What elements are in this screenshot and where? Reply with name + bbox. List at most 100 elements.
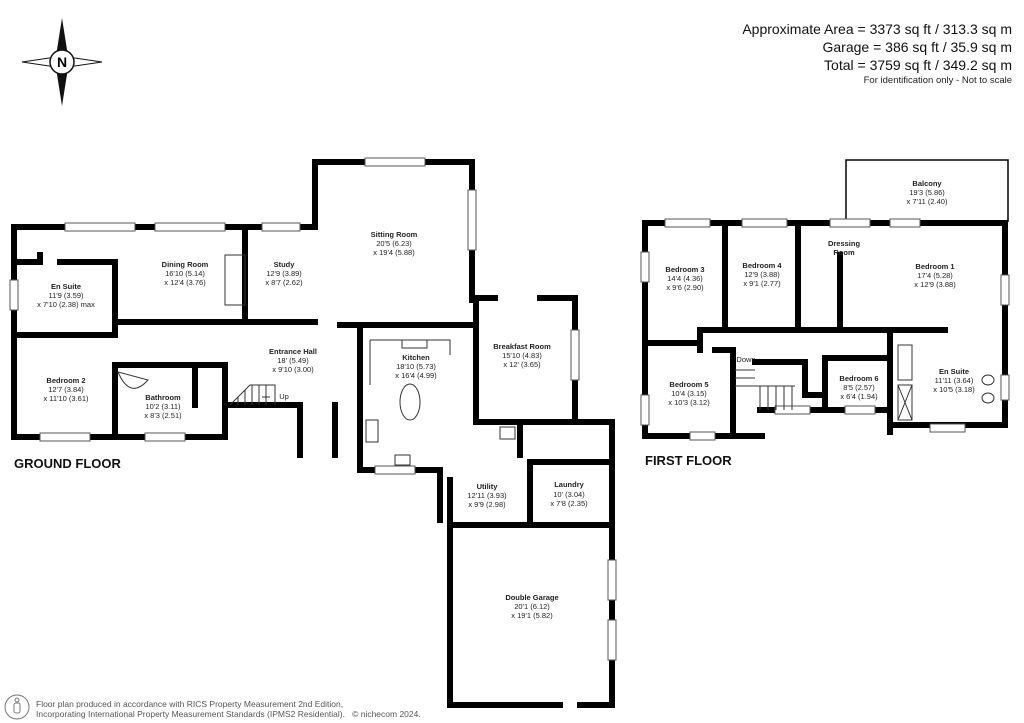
stairs-down-label: Down xyxy=(736,355,755,364)
svg-text:x 19'4 (5.88): x 19'4 (5.88) xyxy=(373,248,415,257)
copyright: © nichecom 2024. xyxy=(352,709,421,719)
svg-text:18' (5.49): 18' (5.49) xyxy=(277,356,309,365)
footer-note: Floor plan produced in accordance with R… xyxy=(36,699,421,719)
svg-text:En Suite: En Suite xyxy=(939,367,969,376)
first-floor-stairs xyxy=(735,369,795,410)
svg-text:12'11 (3.93): 12'11 (3.93) xyxy=(467,491,507,500)
svg-text:x 12'9 (3.88): x 12'9 (3.88) xyxy=(914,280,956,289)
total-area: Total = 3759 sq ft / 349.2 sq m xyxy=(824,57,1012,73)
ground-floor-title: GROUND FLOOR xyxy=(14,456,121,471)
svg-text:11'11 (3.64): 11'11 (3.64) xyxy=(935,376,974,385)
svg-text:12'9 (3.88): 12'9 (3.88) xyxy=(744,270,780,279)
svg-text:Entrance Hall: Entrance Hall xyxy=(269,347,317,356)
svg-text:Kitchen: Kitchen xyxy=(402,353,430,362)
room-label-bedroom-4: Bedroom 412'9 (3.88)x 9'1 (2.77) xyxy=(742,261,782,288)
ground-floor-stairs xyxy=(229,384,276,406)
scale-note: For identification only - Not to scale xyxy=(863,75,1012,86)
compass-north-label: N xyxy=(57,54,67,70)
svg-text:En Suite: En Suite xyxy=(51,282,81,291)
room-label-bedroom-3: Bedroom 314'4 (4.36)x 9'6 (2.90) xyxy=(665,265,704,292)
svg-text:Breakfast Room: Breakfast Room xyxy=(493,342,551,351)
svg-text:x 6'4 (1.94): x 6'4 (1.94) xyxy=(840,392,878,401)
garage-area: Garage = 386 sq ft / 35.9 sq m xyxy=(822,39,1013,55)
svg-text:Double Garage: Double Garage xyxy=(505,593,558,602)
svg-text:10' (3.04): 10' (3.04) xyxy=(553,490,585,499)
svg-text:8'5 (2.57): 8'5 (2.57) xyxy=(843,383,875,392)
svg-text:x 7'10 (2.38) max: x 7'10 (2.38) max xyxy=(37,300,95,309)
svg-text:x 9'9 (2.98): x 9'9 (2.98) xyxy=(468,500,506,509)
svg-text:x 7'8 (2.35): x 7'8 (2.35) xyxy=(550,499,588,508)
svg-text:x 16'4 (4.99): x 16'4 (4.99) xyxy=(395,371,437,380)
svg-text:Dressing: Dressing xyxy=(828,239,861,248)
svg-text:x 7'11 (2.40): x 7'11 (2.40) xyxy=(907,197,948,206)
room-label-bedroom-6: Bedroom 68'5 (2.57)x 6'4 (1.94) xyxy=(839,374,878,401)
svg-text:x 12'4 (3.76): x 12'4 (3.76) xyxy=(164,278,206,287)
svg-text:Balcony: Balcony xyxy=(912,179,942,188)
footer-line-2: Incorporating International Property Mea… xyxy=(36,709,345,719)
svg-text:x 19'1 (5.82): x 19'1 (5.82) xyxy=(511,611,553,620)
svg-text:x 12' (3.65): x 12' (3.65) xyxy=(503,360,541,369)
svg-text:14'4 (4.36): 14'4 (4.36) xyxy=(667,274,703,283)
svg-text:x 9'1 (2.77): x 9'1 (2.77) xyxy=(743,279,781,288)
svg-text:Bedroom 6: Bedroom 6 xyxy=(839,374,878,383)
svg-text:15'10 (4.83): 15'10 (4.83) xyxy=(502,351,542,360)
first-floor-title: FIRST FLOOR xyxy=(645,453,732,468)
svg-text:10'4 (3.15): 10'4 (3.15) xyxy=(671,389,707,398)
ground-floor-walls: Up xyxy=(9,157,617,708)
svg-text:Bedroom 4: Bedroom 4 xyxy=(742,261,782,270)
svg-text:Utility: Utility xyxy=(477,482,499,491)
room-label-bedroom-2: Bedroom 212'7 (3.84)x 11'10 (3.61) xyxy=(43,376,89,403)
svg-text:18'10 (5.73): 18'10 (5.73) xyxy=(396,362,436,371)
footer-line-1: Floor plan produced in accordance with R… xyxy=(36,699,344,709)
svg-text:x 9'6 (2.90): x 9'6 (2.90) xyxy=(666,283,704,292)
svg-text:x 10'3 (3.12): x 10'3 (3.12) xyxy=(668,398,710,407)
svg-text:Bedroom 2: Bedroom 2 xyxy=(46,376,85,385)
svg-text:10'2 (3.11): 10'2 (3.11) xyxy=(145,402,181,411)
svg-text:Laundry: Laundry xyxy=(554,480,584,489)
area-summary: Approximate Area = 3373 sq ft / 313.3 sq… xyxy=(742,20,1012,74)
svg-text:Bedroom 3: Bedroom 3 xyxy=(665,265,704,274)
svg-text:Bedroom 5: Bedroom 5 xyxy=(669,380,708,389)
svg-text:Sitting Room: Sitting Room xyxy=(371,230,418,239)
compass-rose-icon: N xyxy=(21,18,103,106)
svg-text:12'9 (3.89): 12'9 (3.89) xyxy=(266,269,302,278)
svg-text:x 8'7 (2.62): x 8'7 (2.62) xyxy=(265,278,303,287)
room-label-bedroom-1: Bedroom 117'4 (5.28)x 12'9 (3.88) xyxy=(914,262,956,289)
svg-text:x 8'3 (2.51): x 8'3 (2.51) xyxy=(144,411,182,420)
svg-text:x 10'5 (3.18): x 10'5 (3.18) xyxy=(933,385,975,394)
svg-text:Room: Room xyxy=(833,248,855,257)
svg-text:Bedroom 1: Bedroom 1 xyxy=(915,262,954,271)
svg-text:11'9 (3.59): 11'9 (3.59) xyxy=(48,291,84,300)
svg-text:20'5 (6.23): 20'5 (6.23) xyxy=(376,239,412,248)
room-label-bedroom-5: Bedroom 510'4 (3.15)x 10'3 (3.12) xyxy=(668,380,710,407)
first-floor-walls: Down xyxy=(640,159,1010,441)
svg-text:16'10 (5.14): 16'10 (5.14) xyxy=(165,269,205,278)
svg-text:Dining Room: Dining Room xyxy=(162,260,209,269)
svg-text:x 9'10 (3.00): x 9'10 (3.00) xyxy=(272,365,314,374)
svg-text:17'4 (5.28): 17'4 (5.28) xyxy=(917,271,953,280)
approximate-area: Approximate Area = 3373 sq ft / 313.3 sq… xyxy=(742,21,1012,37)
svg-text:Bathroom: Bathroom xyxy=(145,393,181,402)
svg-text:12'7 (3.84): 12'7 (3.84) xyxy=(48,385,84,394)
person-icon xyxy=(4,694,30,720)
svg-text:x 11'10 (3.61): x 11'10 (3.61) xyxy=(43,394,89,403)
stairs-up-label: Up xyxy=(279,392,289,401)
svg-text:19'3 (5.86): 19'3 (5.86) xyxy=(909,188,945,197)
